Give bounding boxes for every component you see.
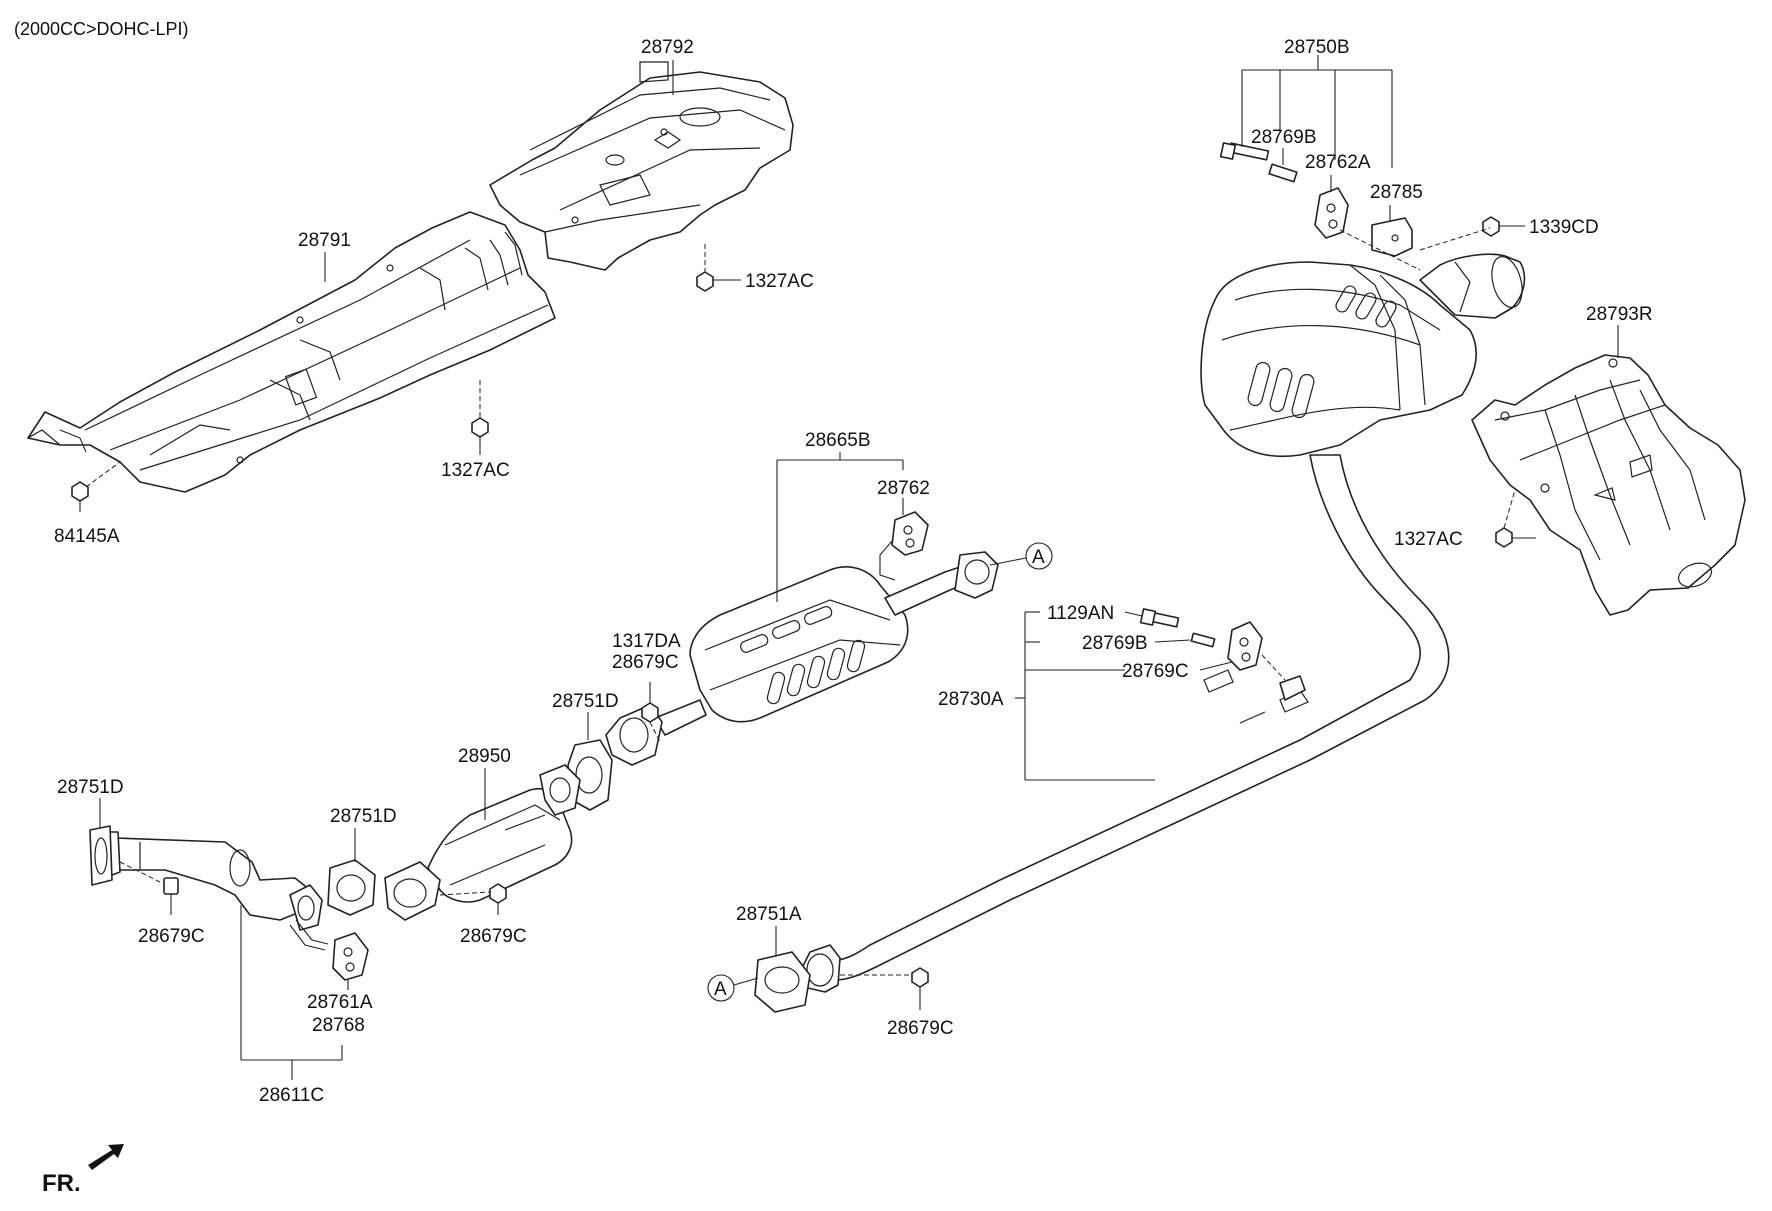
front-direction-arrow-icon — [88, 1144, 124, 1170]
label-28793r: 28793R — [1586, 304, 1653, 325]
label-28762: 28762 — [877, 478, 930, 499]
bolt-1129an — [1139, 608, 1180, 628]
gasket-28751d-mid — [327, 859, 376, 916]
label-28679c-center: 28679C — [612, 652, 679, 673]
hanger-bracket-center-pipe — [1279, 675, 1306, 701]
label-84145a: 84145A — [54, 526, 120, 547]
label-28769c: 28769C — [1122, 661, 1189, 682]
nut-1327ac-top — [696, 271, 714, 292]
label-28751d-center: 28751D — [552, 691, 619, 712]
nut-28679c-pre — [489, 883, 507, 904]
catalytic-converter — [605, 551, 999, 766]
nut-1339cd — [1482, 216, 1500, 237]
gasket-28751a — [754, 951, 811, 1013]
label-28665b: 28665B — [805, 430, 871, 451]
label-ref-a-bottom: A — [714, 979, 727, 1000]
label-28769b-mid: 28769B — [1082, 633, 1148, 654]
label-28730a: 28730A — [938, 689, 1004, 710]
label-1327ac-mid: 1327AC — [441, 460, 510, 481]
pre-catalytic-converter — [384, 764, 581, 921]
bolt-28769b-top — [1219, 142, 1270, 161]
engine-spec-label: (2000CC>DOHC-LPI) — [14, 19, 189, 39]
heat-protector-rear — [1471, 354, 1746, 616]
label-ref-a-top: A — [1032, 547, 1045, 568]
label-28679c-left: 28679C — [138, 926, 205, 947]
nut-1327ac-right — [1495, 527, 1513, 548]
nut-28679c-center — [641, 702, 659, 723]
label-28679c-bottom: 28679C — [887, 1018, 954, 1039]
label-28611c: 28611C — [259, 1085, 324, 1106]
label-28751d-mid: 28751D — [330, 806, 397, 827]
label-28791: 28791 — [298, 230, 351, 251]
label-28751d-left: 28751D — [57, 777, 124, 798]
rear-muffler — [1200, 253, 1526, 458]
label-1317da: 1317DA — [612, 631, 681, 652]
pin-28769b-mid — [1190, 632, 1216, 648]
front-pipe — [101, 831, 329, 951]
heat-protector-upper — [489, 61, 794, 271]
label-28769b-top: 28769B — [1251, 127, 1317, 148]
label-28750b: 28750B — [1284, 37, 1350, 58]
label-28751a: 28751A — [736, 904, 802, 925]
label-28679c-pre: 28679C — [460, 926, 527, 947]
nut-84145a — [71, 481, 89, 502]
pin-28769b-top — [1268, 163, 1298, 183]
label-1327ac-top: 1327AC — [745, 271, 814, 292]
leader-lines — [79, 55, 1619, 1080]
label-28950: 28950 — [458, 746, 511, 767]
hanger-28762 — [879, 511, 929, 581]
front-indicator-label: FR. — [42, 1170, 81, 1197]
hanger-28769c — [1227, 621, 1263, 671]
hanger-28762a — [1314, 187, 1349, 239]
nut-28679c-left — [163, 877, 179, 895]
bracket-28785 — [1371, 217, 1413, 257]
label-1129an: 1129AN — [1047, 603, 1114, 624]
label-1327ac-right: 1327AC — [1394, 529, 1463, 550]
label-28768: 28768 — [312, 1015, 365, 1036]
label-1339cd: 1339CD — [1529, 217, 1599, 238]
gasket-28751d-left — [89, 825, 113, 886]
nut-28679c-bottom — [911, 967, 929, 988]
nut-1327ac-mid — [471, 417, 489, 438]
label-28785: 28785 — [1370, 182, 1423, 203]
hanger-28761a — [332, 932, 369, 981]
label-28792: 28792 — [641, 37, 694, 58]
label-28761a: 28761A — [307, 992, 373, 1013]
heat-protector-main — [27, 211, 556, 493]
label-28762a: 28762A — [1305, 152, 1371, 173]
